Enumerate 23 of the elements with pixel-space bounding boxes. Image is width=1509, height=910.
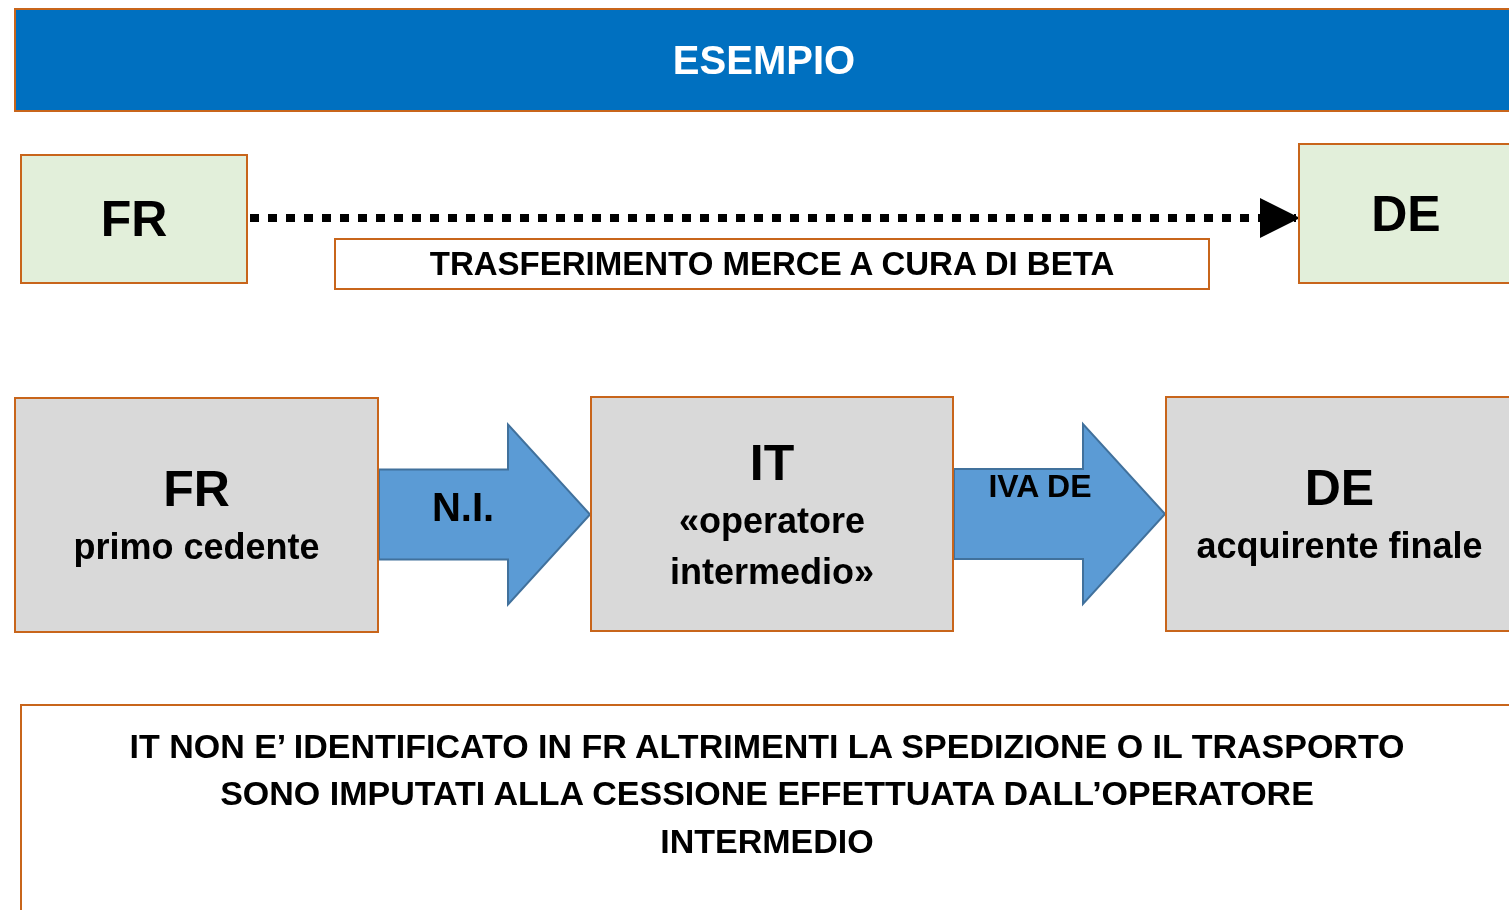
- party-box: [14, 397, 379, 633]
- box-text: FR: [100, 190, 168, 249]
- box-heading: DE: [1304, 459, 1375, 519]
- party-box: [1165, 396, 1509, 632]
- country-box: [20, 154, 248, 284]
- edge-label: N.I.: [430, 484, 496, 531]
- box-text: DE: [1371, 184, 1441, 244]
- box-text: IT NON E’ IDENTIFICATO IN FR ALTRIMENTI LA SPEDIZIONE O IL TRASPORTO SONO IMPUTATI ALLA CESSIONE EFFETTUATA DALL’OPERATORE INTERMEDIO: [128, 725, 1406, 862]
- box-text: acquirente finale: [1196, 524, 1483, 569]
- box-heading: IT: [749, 434, 795, 494]
- block-arrow: [953, 421, 1167, 607]
- box-text: TRASFERIMENTO MERCE A CURA DI BETA: [429, 243, 1115, 284]
- box-text: primo cedente: [73, 525, 320, 570]
- edge-label: IVA DE: [987, 467, 1093, 506]
- caption-box: [334, 238, 1210, 290]
- dotted-arrow: [250, 198, 1300, 238]
- block-arrow: [378, 421, 592, 608]
- country-box: [1298, 143, 1509, 284]
- box-text: «operatore intermedio»: [668, 499, 875, 594]
- title: ESEMPIO: [672, 37, 856, 83]
- party-box: [590, 396, 954, 632]
- box-heading: FR: [163, 460, 230, 520]
- note-box: [20, 704, 1509, 910]
